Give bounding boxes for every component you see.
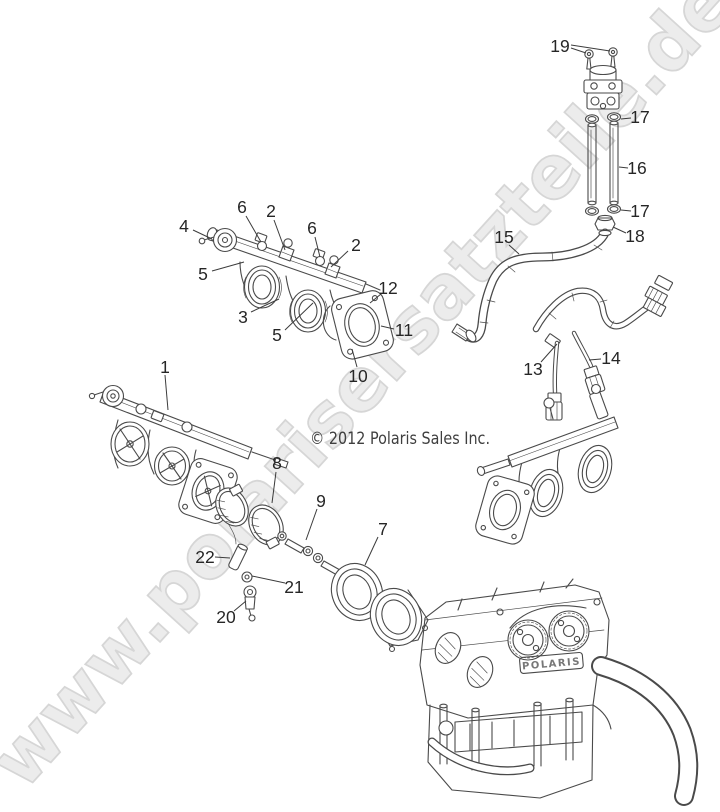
sensor-icon <box>543 397 555 420</box>
callout-leader-19 <box>570 44 611 52</box>
pressure-regulator-icon <box>88 384 125 408</box>
callout-17: 17 <box>630 201 649 221</box>
engine-drawing: POLARIS <box>419 578 699 806</box>
callout-leader-14 <box>588 358 602 361</box>
callout-3: 3 <box>238 307 248 327</box>
outlet-flange <box>475 475 535 545</box>
callout-7: 7 <box>378 519 388 539</box>
callout-5: 5 <box>272 325 282 345</box>
callout-4: 4 <box>179 216 189 236</box>
cam-gear-icon <box>507 619 549 661</box>
fitting-cylinder-icon <box>228 543 248 571</box>
injector-icon <box>324 255 341 279</box>
callout-14: 14 <box>601 348 621 368</box>
callout-leader-18 <box>612 226 627 234</box>
callout-19: 19 <box>550 36 569 56</box>
callout-leader-5 <box>284 302 314 331</box>
hose-fitting-icon <box>594 214 616 231</box>
callout-11: 11 <box>395 320 413 340</box>
callout-5: 5 <box>198 264 208 284</box>
callout-leader-10 <box>351 348 358 368</box>
throttle-bore <box>577 444 613 494</box>
callout-leader-12 <box>369 293 382 304</box>
callout-20: 20 <box>216 607 236 627</box>
callout-leader-5 <box>211 261 245 272</box>
throttle-bore <box>110 421 150 467</box>
intake-boot-icon <box>330 562 429 653</box>
screw-icon <box>584 49 594 70</box>
callout-leader-6 <box>245 215 262 243</box>
callout-18: 18 <box>625 226 644 246</box>
callout-leader-6 <box>314 236 321 258</box>
bolt-icon <box>241 571 253 583</box>
callout-10: 10 <box>348 366 368 386</box>
fuel-tubes <box>587 120 619 206</box>
fuel-valve-assembly <box>583 47 623 231</box>
callout-21: 21 <box>284 577 303 597</box>
engine-brand-label: POLARIS <box>522 656 582 672</box>
sensor-icon <box>312 248 326 267</box>
callout-leader-20 <box>233 600 247 612</box>
callout-leader-17 <box>620 209 632 212</box>
intake-port-icon <box>434 632 462 664</box>
callout-13: 13 <box>523 359 542 379</box>
callout-leader-4 <box>192 229 213 240</box>
callout-leader-2 <box>330 250 349 268</box>
callout-leader-16 <box>618 166 629 169</box>
callout-leader-8 <box>271 471 277 504</box>
callout-15: 15 <box>494 227 513 247</box>
o-ring-icon <box>584 204 622 216</box>
throttle-bore <box>528 468 564 518</box>
callout-1: 1 <box>160 357 170 377</box>
callout-6: 6 <box>237 197 247 217</box>
injector-icon <box>278 238 295 262</box>
adapter-flange <box>331 290 394 360</box>
throttle-bore <box>243 265 282 309</box>
callout-2: 2 <box>351 235 361 255</box>
connector-icon <box>654 274 674 291</box>
callout-16: 16 <box>627 158 646 178</box>
callout-6: 6 <box>307 218 317 238</box>
callout-17: 17 <box>630 107 649 127</box>
engine-brand-plate: POLARIS <box>519 651 584 674</box>
callout-12: 12 <box>378 278 397 298</box>
hose-end-fitting-icon <box>451 323 477 343</box>
hose-clamp-icon <box>248 504 284 550</box>
fuel-hose <box>451 228 612 343</box>
hose-clamp-icon <box>215 483 249 527</box>
callout-leader-9 <box>305 508 318 541</box>
callout-leader-17 <box>620 117 632 120</box>
callout-leader-21 <box>251 575 286 584</box>
sensor-icon <box>254 232 268 252</box>
check-valve-icon <box>243 585 257 622</box>
callout-2: 2 <box>266 201 276 221</box>
intake-port-icon <box>466 656 494 688</box>
throttle-bore <box>289 289 328 333</box>
callout-8: 8 <box>272 453 282 473</box>
throttle-body-upper <box>198 227 394 360</box>
callout-leader-13 <box>540 343 558 363</box>
callout-9: 9 <box>316 491 326 511</box>
copyright-text: © 2012 Polaris Sales Inc. <box>310 429 490 449</box>
callout-leader-3 <box>250 298 280 313</box>
pressure-regulator-icon <box>198 227 238 253</box>
callout-leader-19 <box>570 47 587 54</box>
injector-icon <box>589 391 609 420</box>
callout-leader-22 <box>214 556 231 559</box>
callout-leader-1 <box>164 374 169 411</box>
callout-leader-2 <box>273 219 286 251</box>
callout-22: 22 <box>195 547 214 567</box>
throttle-body-right <box>475 383 619 545</box>
screw-icon <box>608 47 618 68</box>
throttle-body-assembly <box>88 384 289 545</box>
callout-leader-11 <box>380 325 395 330</box>
callout-leader-7 <box>364 536 379 566</box>
throttle-bore <box>153 446 191 486</box>
callout-leader-15 <box>508 244 520 255</box>
cam-gear-icon <box>548 610 590 652</box>
connector-icon <box>642 285 668 317</box>
